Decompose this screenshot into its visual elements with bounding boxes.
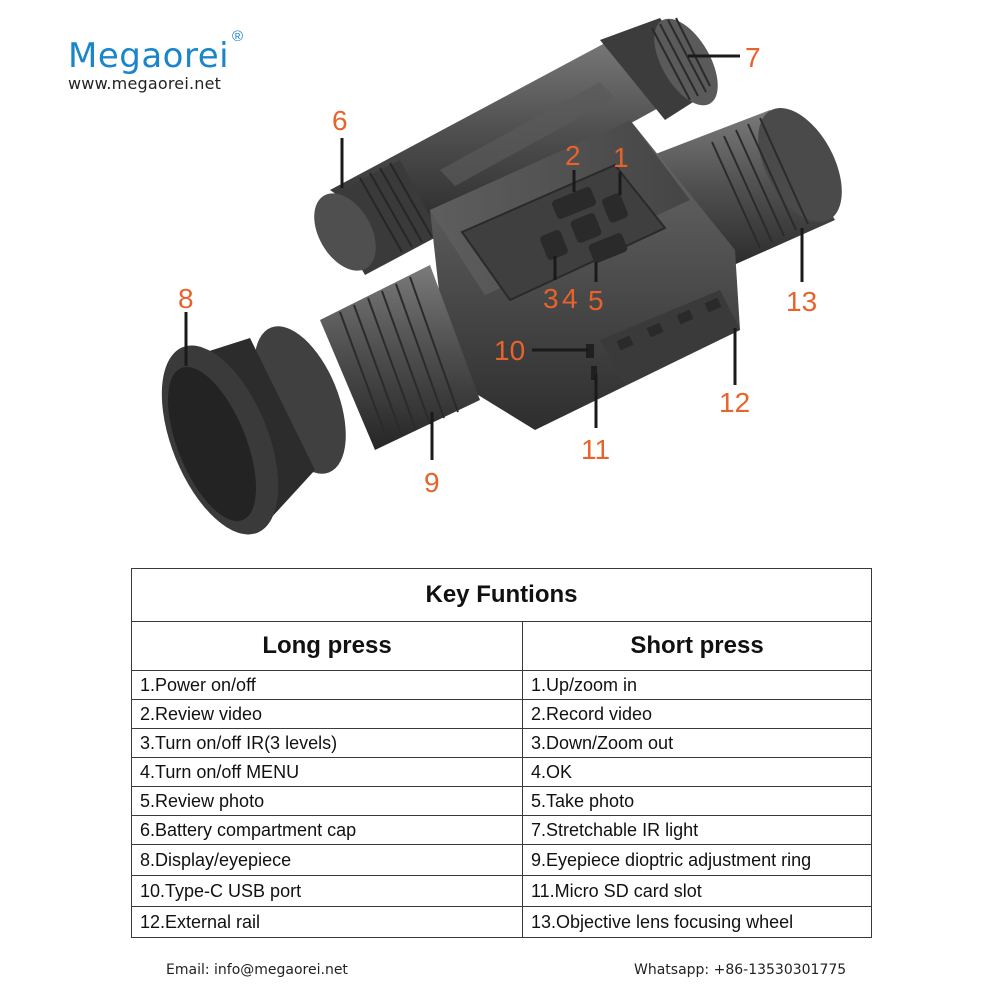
short-press-cell: 11.Micro SD card slot [521, 875, 873, 907]
ir-light-head [600, 17, 718, 120]
brand-logo: Megaorei ® www.megaorei.net [68, 28, 243, 93]
short-press-cell: 7.Stretchable IR light [521, 815, 873, 845]
external-rail [600, 290, 740, 385]
callout-3: 3 [543, 283, 559, 314]
table-row: 3.Turn on/off IR(3 levels) 3.Down/Zoom o… [131, 728, 873, 758]
header-long-press: Long press [131, 621, 523, 671]
brand-url: www.megaorei.net [68, 74, 222, 93]
callout-2: 2 [565, 140, 581, 171]
callout-5: 5 [588, 285, 604, 316]
table-row: 4.Turn on/off MENU 4.OK [131, 757, 873, 787]
short-press-cell: 9.Eyepiece dioptric adjustment ring [521, 844, 873, 876]
long-press-cell: 4.Turn on/off MENU [131, 757, 523, 787]
main-body [430, 120, 740, 430]
battery-cap [314, 160, 440, 275]
long-press-cell: 2.Review video [131, 699, 523, 729]
callout-12: 12 [719, 387, 750, 418]
key-functions-table: Key Funtions Long press Short press 1.Po… [130, 568, 873, 938]
header-short-press: Short press [521, 621, 873, 671]
long-press-cell: 3.Turn on/off IR(3 levels) [131, 728, 523, 758]
table-row: 8.Display/eyepiece 9.Eyepiece dioptric a… [131, 844, 873, 876]
callout-9: 9 [424, 467, 440, 498]
short-press-cell: 3.Down/Zoom out [521, 728, 873, 758]
callout-8: 8 [178, 283, 194, 314]
short-press-cell: 1.Up/zoom in [521, 670, 873, 700]
long-press-cell: 6.Battery compartment cap [131, 815, 523, 845]
callout-6: 6 [332, 105, 348, 136]
leader-lines [184, 54, 804, 460]
table-row: 1.Power on/off 1.Up/zoom in [131, 670, 873, 700]
table-row: 6.Battery compartment cap 7.Stretchable … [131, 815, 873, 845]
footer-whatsapp: Whatsapp: +86-13530301775 [634, 962, 847, 978]
long-press-cell: 1.Power on/off [131, 670, 523, 700]
footer-email: Email: info@megaorei.net [166, 962, 348, 978]
short-press-cell: 13.Objective lens focusing wheel [521, 906, 873, 938]
callout-4: 4 [562, 283, 578, 314]
short-press-cell: 2.Record video [521, 699, 873, 729]
long-press-cell: 8.Display/eyepiece [131, 844, 523, 876]
table-title: Key Funtions [130, 568, 873, 622]
sd-card-slot [591, 366, 597, 380]
ir-light-tube [314, 17, 718, 275]
brand-name: Megaorei [68, 36, 230, 76]
short-press-cell: 4.OK [521, 757, 873, 787]
control-buttons [540, 187, 628, 263]
eyecup [161, 338, 315, 535]
callout-13: 13 [786, 286, 817, 317]
eyepiece [161, 265, 480, 535]
table-row: 12.External rail 13.Objective lens focus… [131, 906, 873, 938]
table-row: 5.Review photo 5.Take photo [131, 786, 873, 816]
usb-port [586, 344, 594, 358]
long-press-cell: 5.Review photo [131, 786, 523, 816]
table-row: 2.Review video 2.Record video [131, 699, 873, 729]
registered-mark: ® [232, 28, 244, 45]
short-press-cell: 5.Take photo [521, 786, 873, 816]
callout-10: 10 [494, 335, 525, 366]
long-press-cell: 10.Type-C USB port [131, 875, 523, 907]
callout-1: 1 [613, 142, 629, 173]
night-vision-scope-illustration: 1 2 3 4 5 6 7 8 9 10 11 12 13 [161, 17, 842, 535]
callout-7: 7 [745, 42, 761, 73]
table-row: 10.Type-C USB port 11.Micro SD card slot [131, 875, 873, 907]
long-press-cell: 12.External rail [131, 906, 523, 938]
callout-11: 11 [581, 434, 610, 465]
